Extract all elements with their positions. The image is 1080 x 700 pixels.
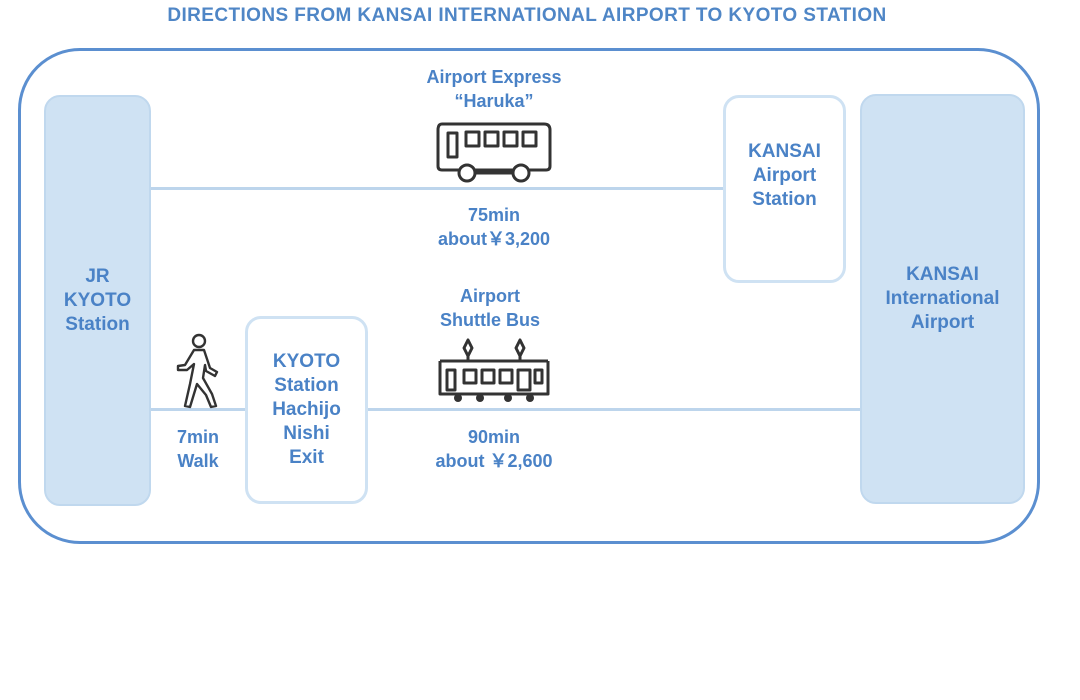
express-route-line	[150, 187, 725, 190]
route-time: 90min	[467, 427, 521, 447]
route-name-line: “Haruka”	[454, 91, 534, 111]
route-time: 75min	[467, 205, 521, 225]
node-label-line: Station	[65, 313, 130, 335]
node-label-line: JR	[85, 265, 110, 287]
node-label-line: KYOTO	[63, 289, 132, 311]
node-label-line: Hachijo	[272, 399, 341, 420]
bus-route-info: 90min about ￥2,600	[394, 425, 594, 473]
node-label-line: Station	[274, 375, 339, 396]
node-label-line: KYOTO	[272, 351, 341, 372]
node-label-line: KANSAI	[906, 264, 979, 285]
bus-route-line	[366, 408, 862, 411]
route-name-line: Airport Express	[426, 67, 562, 87]
jr-kyoto-station-box: JR KYOTO Station	[44, 95, 151, 506]
node-label-line: Exit	[289, 447, 324, 468]
node-label-line: International	[885, 288, 1000, 309]
node-label-line: Airport	[752, 165, 817, 186]
hachijo-nishi-exit-box: KYOTO Station Hachijo Nishi Exit	[245, 316, 368, 504]
route-fare: about￥3,200	[437, 229, 551, 249]
route-name-line: Airport	[460, 286, 520, 306]
route-mode: Walk	[177, 451, 219, 471]
node-label-line: Nishi	[283, 423, 330, 444]
bus-route-name: Airport Shuttle Bus	[390, 284, 590, 332]
node-label-line: Station	[752, 189, 817, 210]
diagram-title: DIRECTIONS FROM KANSAI INTERNATIONAL AIR…	[167, 5, 887, 26]
route-fare: about ￥2,600	[435, 451, 553, 471]
express-route-name: Airport Express “Haruka”	[394, 65, 594, 113]
node-label-line: KANSAI	[748, 141, 821, 162]
diagram-frame	[18, 48, 1040, 544]
route-time: 7min	[176, 427, 219, 447]
train-icon	[438, 338, 550, 402]
route-name-line: Shuttle Bus	[439, 310, 540, 330]
pedestrian-icon	[176, 333, 219, 409]
walk-route-line	[150, 408, 247, 411]
express-route-info: 75min about￥3,200	[394, 203, 594, 251]
kansai-international-airport-box: KANSAI International Airport	[860, 94, 1025, 504]
bus-icon	[436, 122, 552, 183]
walk-route-info: 7min Walk	[158, 425, 238, 473]
kansai-airport-station-box: KANSAI Airport Station	[723, 95, 846, 283]
node-label-line: Airport	[910, 312, 975, 333]
